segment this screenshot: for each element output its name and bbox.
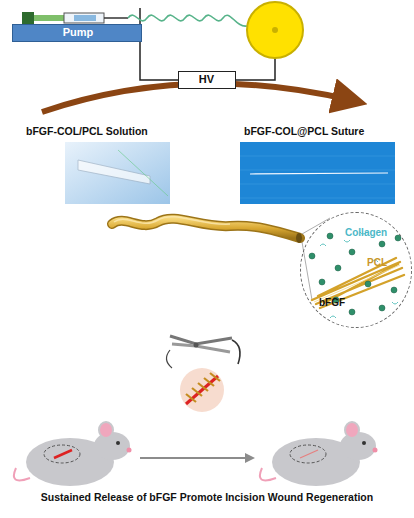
mouse-before-part (94, 432, 130, 460)
fiber-closeup-part-part (379, 305, 385, 311)
fiber-closeup-part (320, 232, 398, 318)
syringe-part (34, 15, 64, 21)
mouse-after-part (373, 448, 378, 453)
fiber-closeup-part-part (344, 240, 350, 242)
mouse-after-part (362, 441, 366, 445)
collector-disc (247, 2, 303, 58)
sutured-wound-part (180, 368, 224, 412)
suture-thread-part (302, 218, 330, 234)
spun-fiber-coil (128, 15, 247, 26)
mouse-before-part (14, 468, 30, 480)
wire-line (140, 42, 178, 80)
suture-photo-part (240, 156, 395, 198)
suture-thread-part (114, 217, 230, 224)
mouse-after-part (260, 468, 276, 480)
fiber-closeup-part-part (349, 249, 355, 255)
suture-photo-part (240, 142, 395, 204)
solution-photo-part (118, 150, 168, 196)
suture-thread (112, 217, 330, 300)
pump-box: Pump (12, 24, 142, 42)
syringe-part (64, 13, 104, 23)
fiber-closeup-part-part (392, 302, 398, 304)
node-text: Collagen (345, 227, 387, 238)
needle-holder (166, 336, 240, 368)
syringe-part (74, 15, 96, 21)
node-text: Pump (13, 26, 143, 38)
mouse-before-part (99, 422, 113, 438)
closeup-circle: CollagenPCL bFGF (300, 212, 412, 328)
mouse-before-part (54, 450, 72, 458)
mouse-before-part (127, 448, 132, 453)
power-supply-box: HV (178, 71, 236, 89)
mouse-after-part (345, 422, 359, 438)
spun-fiber-coil-part (128, 15, 247, 26)
sutured-wound (180, 368, 224, 412)
fiber-closeup-part-part (309, 253, 315, 259)
fiber-closeup-part (312, 258, 404, 308)
needle-holder-part (166, 350, 172, 368)
fiber-closeup-part-part (395, 235, 401, 241)
sutured-wound-part-part (192, 388, 202, 396)
syringe (22, 12, 128, 24)
mouse-after-part (290, 445, 326, 463)
healing-arrow (140, 458, 250, 459)
mouse-after-part (340, 432, 376, 460)
fiber-closeup-part-part (335, 265, 341, 271)
needle-holder-part (172, 344, 230, 352)
suture-photo-part (250, 173, 388, 174)
solution-photo-part (78, 160, 150, 184)
mouse-after (260, 422, 378, 486)
suture-photo (240, 142, 395, 204)
mouse-before-part (44, 445, 80, 463)
needle-holder-part (194, 343, 199, 348)
fiber-closeup-part-part (349, 309, 355, 315)
fiber-closeup-part-part (327, 233, 333, 239)
fiber-closeup-part-part (320, 244, 326, 246)
node-text: PCL (367, 257, 387, 268)
fiber-closeup-part-part (330, 316, 336, 318)
node-text: HV (179, 73, 234, 85)
power-wire-part (236, 58, 275, 80)
healing-arrow-part (140, 457, 250, 459)
sutured-wound-part (186, 373, 220, 402)
sutured-wound-part-part (186, 394, 196, 402)
sutured-wound-part-part (204, 378, 214, 386)
fiber-closeup-part (309, 233, 401, 315)
mouse-before (14, 422, 132, 486)
sutured-wound-part-part (210, 373, 220, 381)
suture-thread-part (296, 233, 302, 243)
solution-label: bFGF-COL/PCL Solution (26, 125, 148, 137)
collector-disc-part (247, 2, 303, 58)
wire-connector (140, 42, 178, 80)
power-wire-part (139, 8, 141, 24)
fiber-closeup-part-part (379, 241, 385, 247)
fiber-closeup-part-part (365, 281, 371, 287)
mouse-before-part (116, 441, 120, 445)
sutured-wound-part-part (198, 383, 208, 391)
solution-photo-part (65, 142, 170, 204)
syringe-part (22, 12, 34, 24)
sutured-wound-part (186, 376, 218, 404)
fiber-closeup-part (314, 265, 400, 302)
fiber-closeup (309, 232, 404, 318)
suture-thread-part (302, 242, 312, 300)
mouse-after-part (300, 450, 318, 458)
needle-holder-part (232, 340, 240, 364)
suture-label: bFGF-COL@PCL Suture (244, 125, 364, 137)
needle-holder-part (170, 336, 232, 344)
syringe-part (104, 17, 128, 19)
fiber-closeup-part-part (391, 287, 397, 293)
solution-photo (65, 142, 170, 204)
conclusion-label: Sustained Release of bFGF Promote Incisi… (0, 491, 414, 503)
node-text: bFGF (319, 297, 345, 308)
fiber-closeup-part-part (319, 279, 325, 285)
collector-disc-part (272, 27, 278, 33)
